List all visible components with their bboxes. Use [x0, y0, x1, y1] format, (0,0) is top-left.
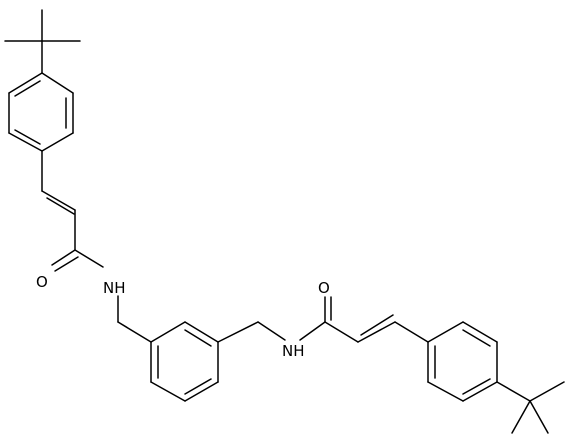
bond: [74, 249, 104, 268]
bond: [184, 329, 212, 347]
bond: [324, 321, 359, 343]
atom-label-o1: O: [36, 273, 48, 291]
bond: [51, 249, 76, 266]
bond: [184, 378, 212, 395]
bond: [529, 400, 549, 434]
bond: [41, 190, 76, 211]
bond: [394, 321, 429, 343]
bond: [511, 400, 531, 434]
bond: [184, 381, 219, 402]
bond: [462, 378, 491, 395]
bond: [150, 381, 186, 402]
bond: [8, 72, 43, 94]
bond: [462, 321, 498, 343]
bond: [529, 381, 565, 402]
bond: [41, 72, 74, 94]
bond: [257, 321, 286, 341]
vinyl-linker-top: [41, 150, 76, 251]
bond: [357, 321, 396, 343]
benzene-ring-top: [8, 72, 74, 152]
amide-right: NH O: [217, 279, 359, 360]
bond: [462, 381, 498, 402]
benzene-ring-right: [427, 321, 498, 402]
atom-label-n2: NH: [282, 342, 305, 360]
bond: [427, 381, 464, 402]
bond: [46, 197, 75, 215]
bond: [150, 321, 186, 343]
bond: [54, 256, 79, 272]
amide-top: O NH: [36, 249, 152, 343]
vinyl-linker-right: [357, 314, 429, 343]
bond: [41, 132, 74, 152]
bond: [14, 80, 41, 97]
bond: [360, 314, 394, 336]
bond: [299, 321, 326, 341]
atom-label-o2: O: [318, 279, 330, 297]
tert-butyl-right: [496, 381, 565, 434]
tert-butyl-top: [4, 9, 81, 74]
atom-label-n1: NH: [103, 279, 126, 297]
bond: [217, 321, 259, 343]
bond: [184, 321, 219, 343]
bond: [496, 381, 531, 402]
benzene-ring-center: [150, 321, 219, 402]
bond: [8, 132, 43, 152]
bond: [427, 321, 464, 343]
bond: [117, 321, 152, 343]
bond: [462, 329, 491, 347]
bond: [14, 129, 41, 145]
